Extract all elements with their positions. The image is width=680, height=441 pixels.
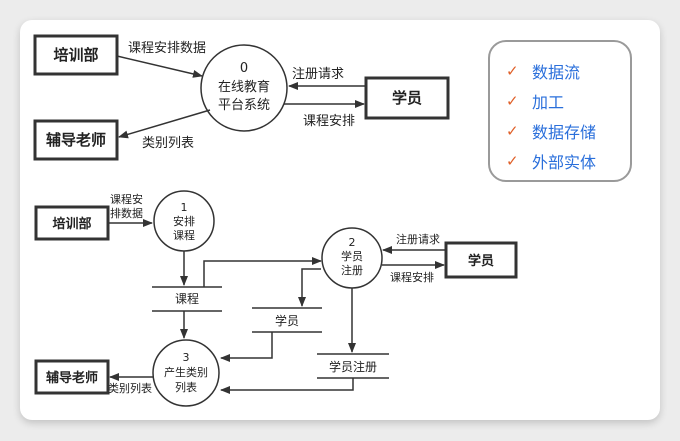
top-entity-student-label: 学员: [392, 89, 422, 107]
legend-item-data-flow: ✓ 数据流: [506, 56, 630, 86]
legend-item-label: 外部实体: [532, 153, 597, 172]
top-flow-category-list: [118, 109, 211, 139]
bottom-store-course-label: 课程: [175, 291, 199, 306]
check-icon: ✓: [506, 92, 519, 110]
bottom-flow-registration-to-p3: [220, 378, 354, 394]
bottom-entity-tutor-label: 辅导老师: [46, 370, 98, 386]
bottom-flow-course-to-p2: [203, 257, 322, 287]
top-process-0-line2: 平台系统: [218, 98, 270, 113]
legend-item-label: 数据存储: [532, 123, 597, 142]
bottom-store-course: [152, 286, 222, 312]
bottom-entity-student: [444, 241, 518, 279]
top-entity-tutor: [33, 119, 119, 161]
bottom-process-2-number: 2: [349, 236, 356, 249]
bottom-process-1-number: 1: [181, 201, 188, 214]
bottom-entity-training-dept-label: 培训部: [52, 216, 91, 232]
bottom-entity-tutor: [34, 359, 110, 395]
bottom-entity-training-dept: [34, 205, 110, 241]
bottom-flow-p2-to-student-store: [298, 268, 321, 307]
bottom-store-student: [252, 307, 322, 333]
bottom-flow-schedule-data-line2: 排数据: [110, 206, 143, 220]
legend-box: ✓ 数据流 ✓ 加工 ✓ 数据存储 ✓ 外部实体: [488, 40, 632, 182]
check-icon: ✓: [506, 152, 519, 170]
bottom-process-3-line1: 产生类别: [164, 365, 208, 379]
bottom-process-3: [152, 339, 220, 407]
legend-item-label: 加工: [532, 93, 565, 112]
bottom-flow-student-to-p3: [220, 332, 273, 362]
bottom-flow-course-schedule-label: 课程安排: [390, 270, 434, 284]
legend-item-process: ✓ 加工: [506, 86, 630, 116]
legend-item-label: 数据流: [532, 63, 581, 82]
top-entity-student: [364, 76, 450, 120]
check-icon: ✓: [506, 62, 519, 80]
bottom-process-1-line1: 安排: [173, 214, 195, 228]
top-process-0-line1: 在线教育: [218, 79, 270, 95]
top-flow-schedule-data-label: 课程安排数据: [128, 41, 206, 56]
legend-item-data-store: ✓ 数据存储: [506, 116, 630, 146]
bottom-store-student-label: 学员: [275, 313, 299, 328]
top-entity-tutor-label: 辅导老师: [46, 131, 106, 149]
bottom-process-3-number: 3: [183, 351, 190, 364]
top-entity-training-dept-label: 培训部: [53, 46, 98, 64]
bottom-process-1-line2: 课程: [173, 229, 195, 242]
top-flow-course-schedule-label: 课程安排: [303, 114, 355, 129]
bottom-flow-register-request-label: 注册请求: [396, 232, 440, 246]
top-process-0-number: 0: [240, 61, 248, 76]
top-entity-training-dept: [33, 34, 119, 76]
top-process-0: [200, 44, 288, 132]
bottom-process-2-line2: 注册: [341, 263, 363, 277]
check-icon: ✓: [506, 122, 519, 140]
top-flow-schedule-data: [116, 55, 203, 78]
bottom-process-2-line1: 学员: [341, 249, 363, 263]
top-flow-category-list-label: 类别列表: [142, 136, 194, 151]
legend-item-external-entity: ✓ 外部实体: [506, 146, 630, 176]
bottom-flow-category-list-label: 类别列表: [108, 381, 152, 395]
bottom-store-registration-label: 学员注册: [329, 359, 377, 374]
bottom-entity-student-label: 学员: [468, 253, 494, 269]
bottom-process-3-line2: 列表: [175, 380, 197, 394]
bottom-flow-schedule-data-line1: 课程安: [110, 192, 143, 206]
top-flow-register-request-label: 注册请求: [292, 67, 344, 82]
